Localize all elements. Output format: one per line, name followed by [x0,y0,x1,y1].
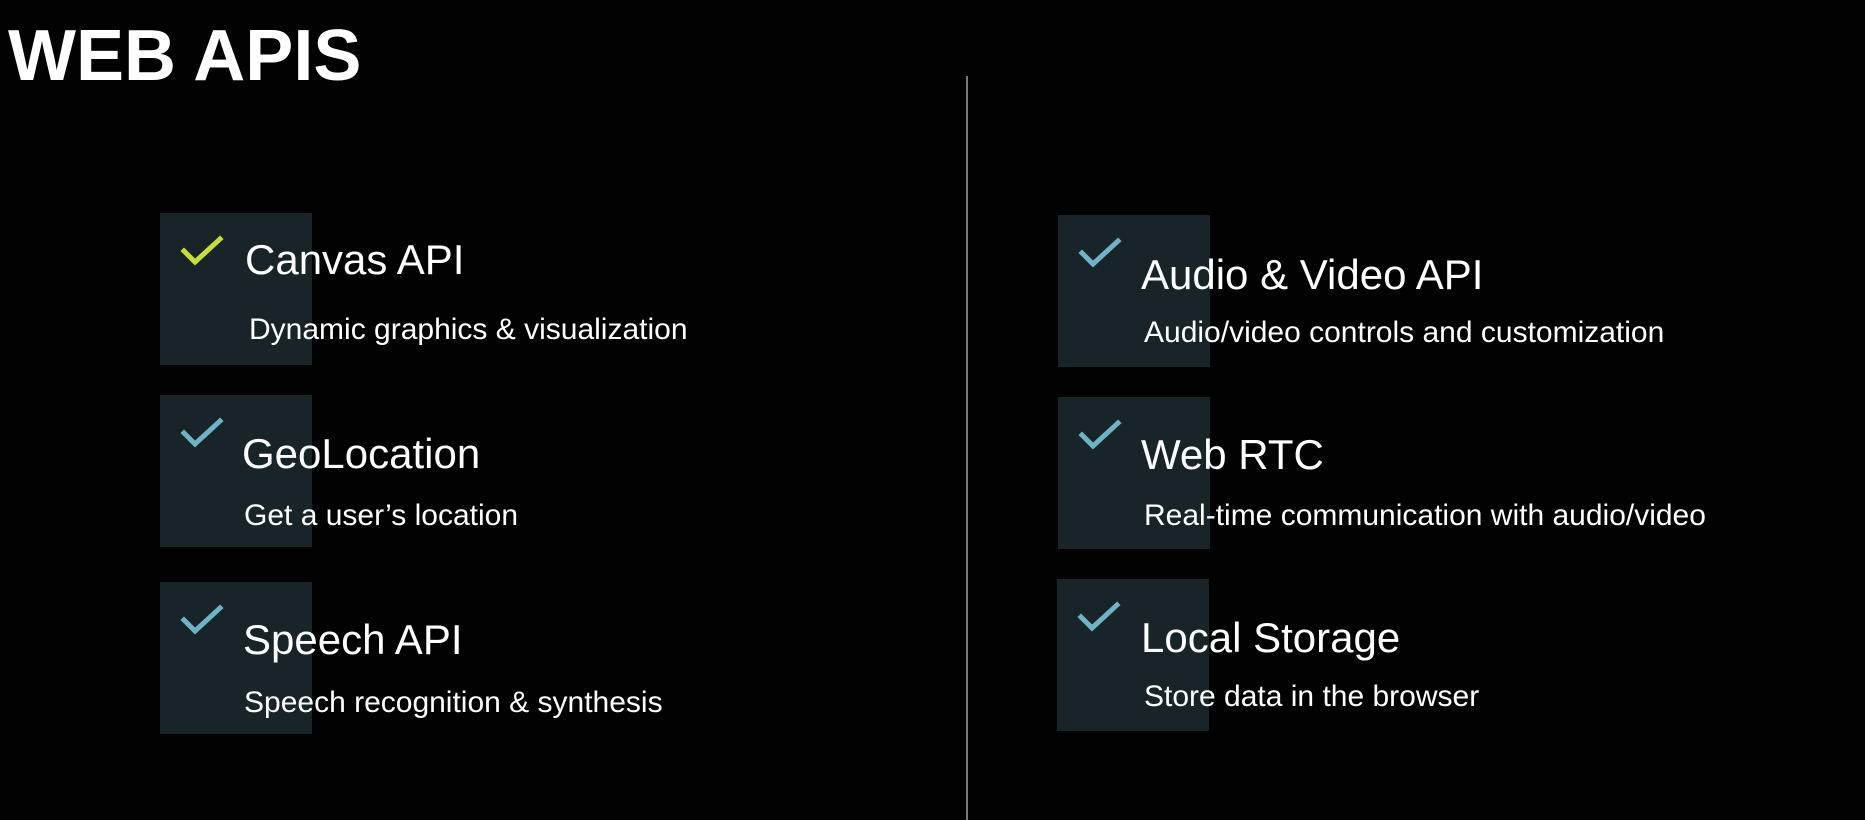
check-icon [1077,601,1121,632]
check-icon [1078,419,1122,450]
check-icon [180,235,224,266]
api-item-canvas: Canvas API Dynamic graphics & visualizat… [160,213,860,365]
api-item-webrtc: Web RTC Real-time communication with aud… [1058,397,1838,549]
api-title: Local Storage [1141,614,1401,661]
checkbox-tile [1058,397,1210,549]
api-title: GeoLocation [242,430,481,477]
slide-title: WEB APIS [8,16,362,96]
checkbox-tile [1058,215,1210,367]
api-item-geolocation: GeoLocation Get a user’s location [160,395,860,547]
check-icon [180,604,224,635]
api-title: Speech API [243,616,463,663]
api-item-local-storage: Local Storage Store data in the browser [1057,579,1837,731]
api-title: Web RTC [1141,431,1324,478]
api-item-audio-video: Audio & Video API Audio/video controls a… [1058,215,1838,367]
api-title: Canvas API [245,236,465,283]
check-icon [180,417,224,448]
checkbox-tile [1057,579,1209,731]
checkbox-tile [160,582,312,734]
api-description: Get a user’s location [244,499,519,532]
api-item-speech: Speech API Speech recognition & synthesi… [160,582,860,734]
checkbox-tile [160,213,312,365]
checkbox-tile [160,395,312,547]
api-description: Speech recognition & synthesis [244,686,663,719]
api-description: Real-time communication with audio/video [1144,499,1706,532]
column-divider [966,76,968,820]
api-title: Audio & Video API [1141,251,1484,298]
api-description: Dynamic graphics & visualization [249,313,688,346]
api-description: Store data in the browser [1144,680,1480,713]
check-icon [1078,237,1122,268]
api-description: Audio/video controls and customization [1144,316,1665,349]
